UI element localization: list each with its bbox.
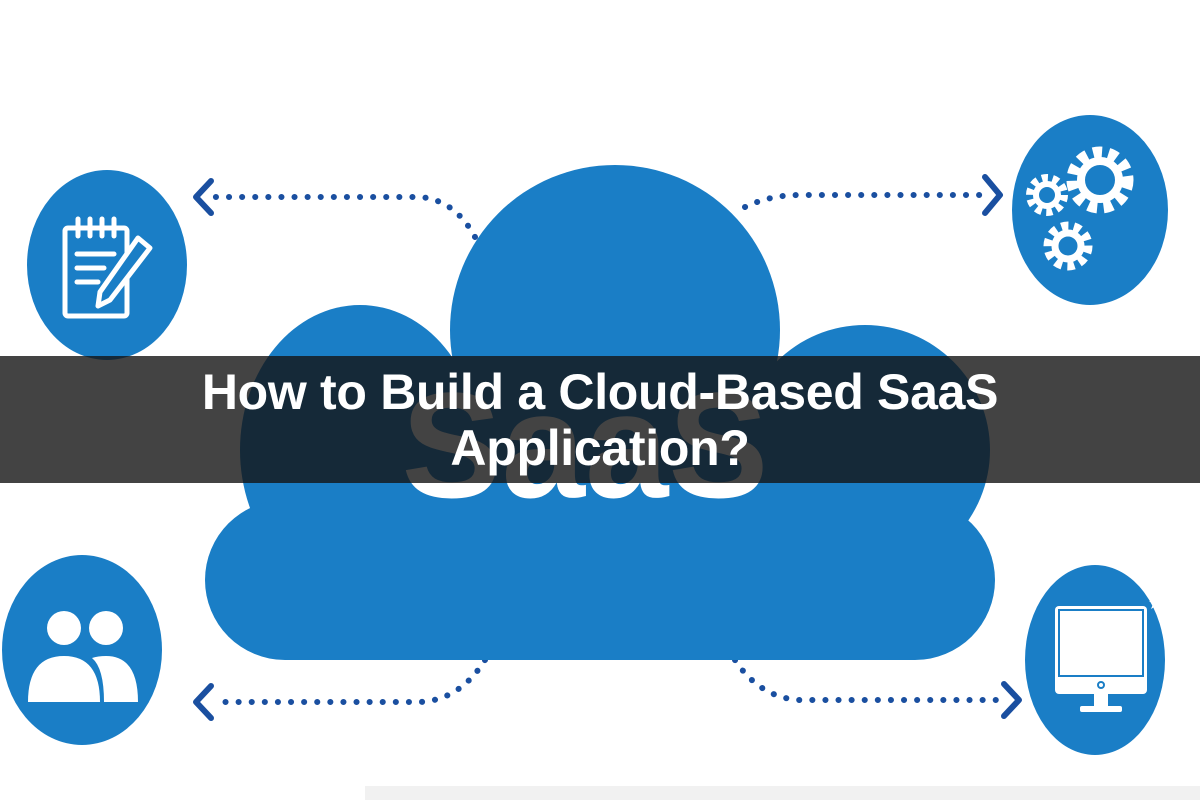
arrowhead-bottom-left [193,683,214,721]
page-title: How to Build a Cloud-Based SaaS Applicat… [201,363,999,476]
arrowhead-top-left [193,178,214,216]
node-top-right [1012,115,1168,305]
gears-icon [1026,146,1134,271]
arrowhead-top-right [982,174,1003,216]
notepad-pencil-icon [62,216,153,319]
node-top-left [27,170,187,360]
title-banner: How to Build a Cloud-Based SaaS Applicat… [0,356,1200,483]
connector-top-right [742,192,988,210]
connector-bottom-left [212,657,488,705]
sparkle-icon [1149,596,1163,609]
arrowheads [193,174,1022,721]
connector-bottom-right [732,657,1003,703]
connectors [212,192,1003,705]
desktop-monitor-icon [1055,596,1166,712]
bottom-strip [365,786,1200,800]
arrowhead-bottom-right [1001,681,1022,719]
node-bottom-right [1025,565,1166,755]
node-bottom-left [2,555,162,745]
connector-top-left [212,194,478,240]
users-icon [28,611,138,702]
